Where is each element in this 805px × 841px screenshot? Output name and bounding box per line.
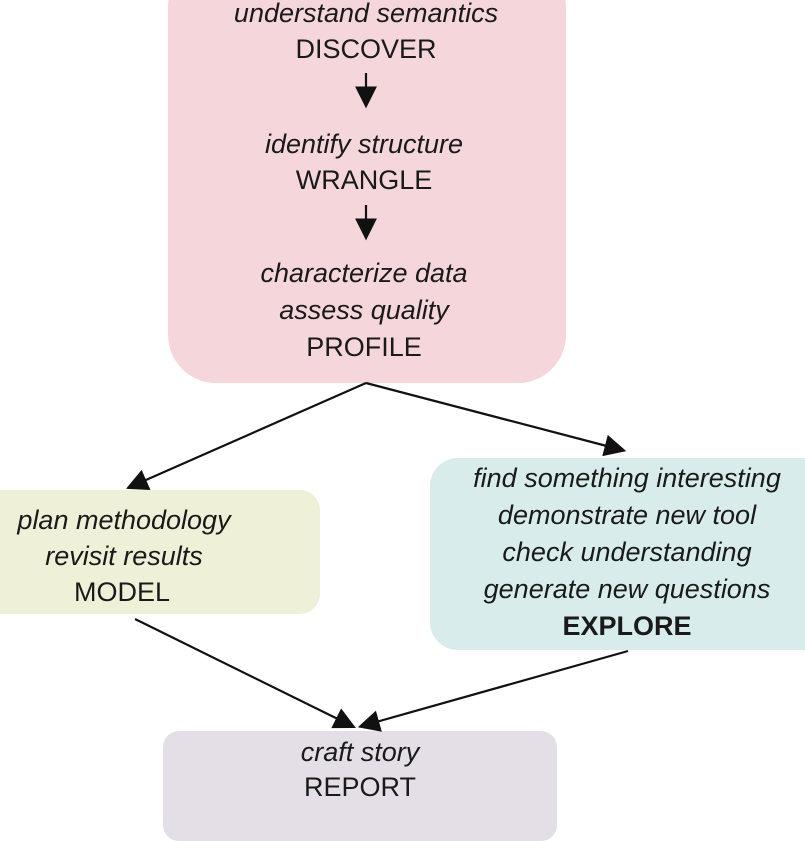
discover-subtitle: understand semantics (233, 0, 499, 28)
arrow-model-to-report (134, 618, 356, 729)
discover-wrangle-profile-box (168, 0, 566, 383)
arrow-profile-to-explore (365, 381, 627, 457)
model-line-2: revisit results (45, 541, 203, 571)
profile-line-1: characterize data (260, 258, 468, 288)
explore-line-3: check understanding (502, 537, 752, 567)
explore-title: EXPLORE (562, 611, 692, 641)
wrangle-title: WRANGLE (295, 165, 433, 195)
explore-line-2: demonstrate new tool (497, 500, 757, 530)
model-line-1: plan methodology (17, 505, 231, 535)
explore-line-4: generate new questions (483, 574, 771, 604)
arrow-explore-to-report (357, 649, 629, 732)
model-box (0, 490, 320, 614)
explore-box (430, 458, 805, 650)
arrow-profile-to-model (125, 381, 367, 490)
wrangle-subtitle: identify structure (264, 129, 464, 159)
profile-title: PROFILE (306, 332, 422, 362)
discover-title: DISCOVER (295, 34, 437, 64)
report-subtitle: craft story (300, 737, 420, 767)
model-title: MODEL (73, 577, 171, 607)
report-title: REPORT (303, 772, 417, 802)
explore-line-1: find something interesting (473, 463, 781, 493)
profile-line-2: assess quality (279, 295, 449, 325)
